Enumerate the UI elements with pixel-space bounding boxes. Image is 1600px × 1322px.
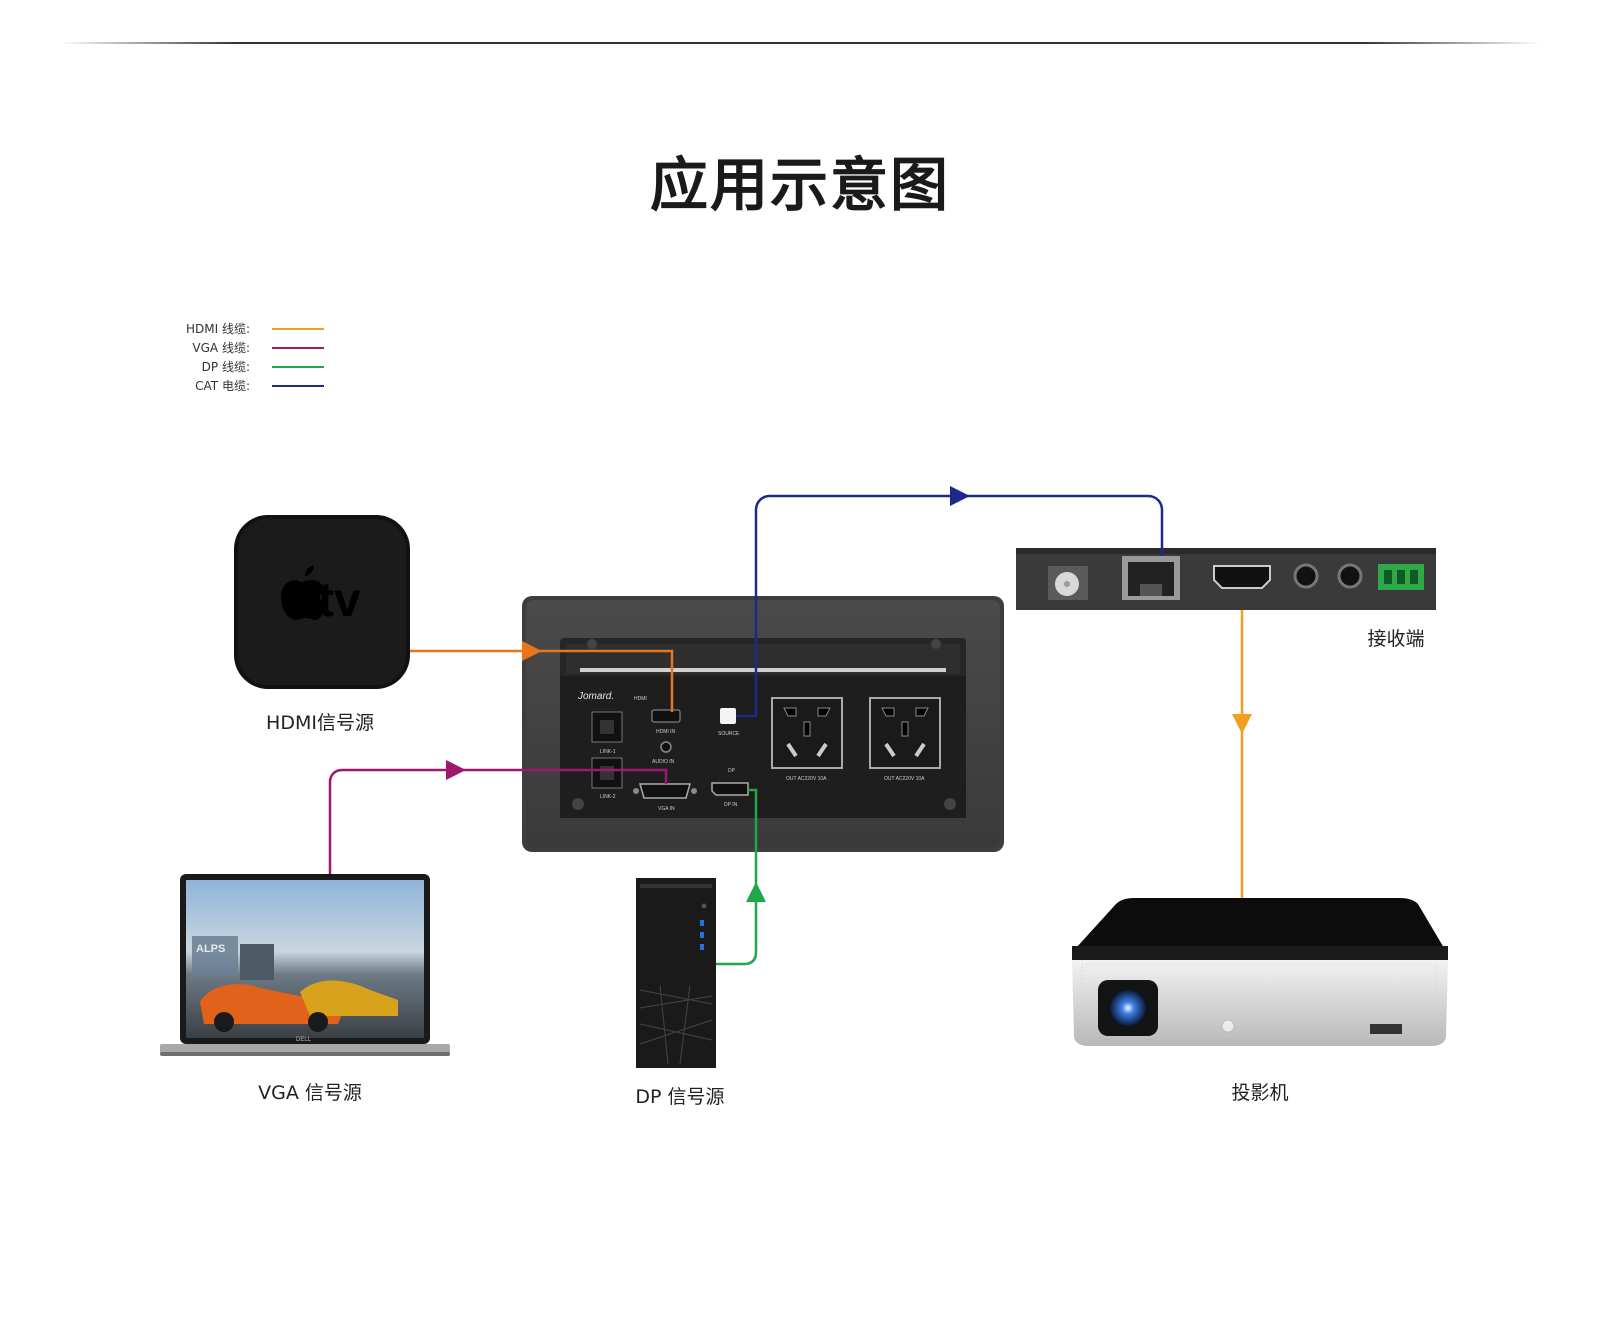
legend-item-dp: DP 线缆:	[160, 360, 330, 379]
hdmi-in-label: HDMI IN	[656, 729, 676, 735]
legend-line-hdmi	[272, 328, 324, 330]
vga-source-label: VGA 信号源	[258, 1082, 362, 1104]
audio-jack-icon	[1337, 563, 1363, 589]
vga-in-label: VGA IN	[658, 806, 675, 812]
projector-device	[1072, 898, 1448, 1046]
top-divider	[60, 42, 1540, 44]
projector-label: 投影机	[1231, 1082, 1289, 1104]
page-title: 应用示意图	[649, 151, 950, 219]
audio-in-port	[660, 741, 672, 753]
floor-box-panel: Jomard. LINK-1 LINK-2 HDMI HDMI IN AUDIO…	[522, 596, 1004, 852]
legend-item-hdmi: HDMI 线缆:	[160, 322, 330, 341]
hdmi-arrow-icon	[522, 641, 542, 661]
dp-in-port	[711, 782, 749, 796]
dp-in-label: DP IN	[724, 802, 738, 808]
legend-item-vga: VGA 线缆:	[160, 341, 330, 360]
desktop-tower-device	[636, 878, 716, 1068]
hdmi-source-label: HDMI信号源	[266, 712, 374, 734]
legend-label: CAT 电缆:	[195, 379, 250, 393]
hdmi-top-label: HDMI	[634, 696, 647, 702]
laptop-screen-text: ALPS	[196, 943, 225, 955]
dp-top-label: DP	[728, 768, 736, 774]
outlet-1-label: OUT AC220V 10A	[786, 776, 827, 782]
power-outlet-1: OUT AC220V 10A	[771, 697, 843, 782]
hdmi-in-port	[651, 709, 681, 723]
link2-label: LINK-2	[600, 794, 616, 800]
audio-jack-icon	[1293, 563, 1319, 589]
tv-logo-text: tv	[318, 574, 361, 627]
source-label: SOURCE	[718, 731, 740, 737]
vga-cable	[328, 768, 668, 874]
legend-line-cat	[272, 385, 324, 387]
source-button	[720, 708, 736, 724]
legend-label: DP 线缆:	[201, 360, 250, 374]
legend-line-vga	[272, 347, 324, 349]
dp-source-label: DP 信号源	[635, 1086, 725, 1108]
laptop-device: ALPS DELL	[160, 874, 450, 1056]
dp-cable	[716, 788, 758, 966]
apple-logo-icon	[280, 565, 326, 620]
cable-legend: HDMI 线缆: VGA 线缆: DP 线缆: CAT 电缆:	[160, 322, 330, 398]
receiver-device	[1016, 548, 1436, 610]
legend-label: VGA 线缆:	[192, 341, 250, 355]
cat-cable	[736, 494, 1164, 718]
legend-line-dp	[272, 366, 324, 368]
hdmi-projector-arrow-icon	[1232, 714, 1252, 734]
link2-port	[591, 757, 623, 789]
panel-brand: Jomard.	[577, 691, 614, 702]
apple-tv-device: tv	[234, 515, 410, 689]
legend-item-cat: CAT 电缆:	[160, 379, 330, 398]
hdmi-cable-apple	[410, 649, 674, 712]
laptop-brand: DELL	[296, 1037, 312, 1043]
link1-label: LINK-1	[600, 749, 616, 755]
receiver-label: 接收端	[1367, 628, 1425, 650]
outlet-2-label: OUT AC220V 10A	[884, 776, 925, 782]
legend-label: HDMI 线缆:	[185, 322, 250, 336]
audio-in-label: AUDIO IN	[652, 759, 675, 765]
projector-lens-icon	[1110, 990, 1146, 1026]
cat-arrow-icon	[950, 486, 970, 506]
hdmi-out-port-icon	[1213, 565, 1271, 589]
vga-in-port	[639, 783, 691, 799]
vga-arrow-icon	[446, 760, 466, 780]
power-outlet-2: OUT AC220V 10A	[869, 697, 941, 782]
dp-arrow-icon	[746, 882, 766, 902]
